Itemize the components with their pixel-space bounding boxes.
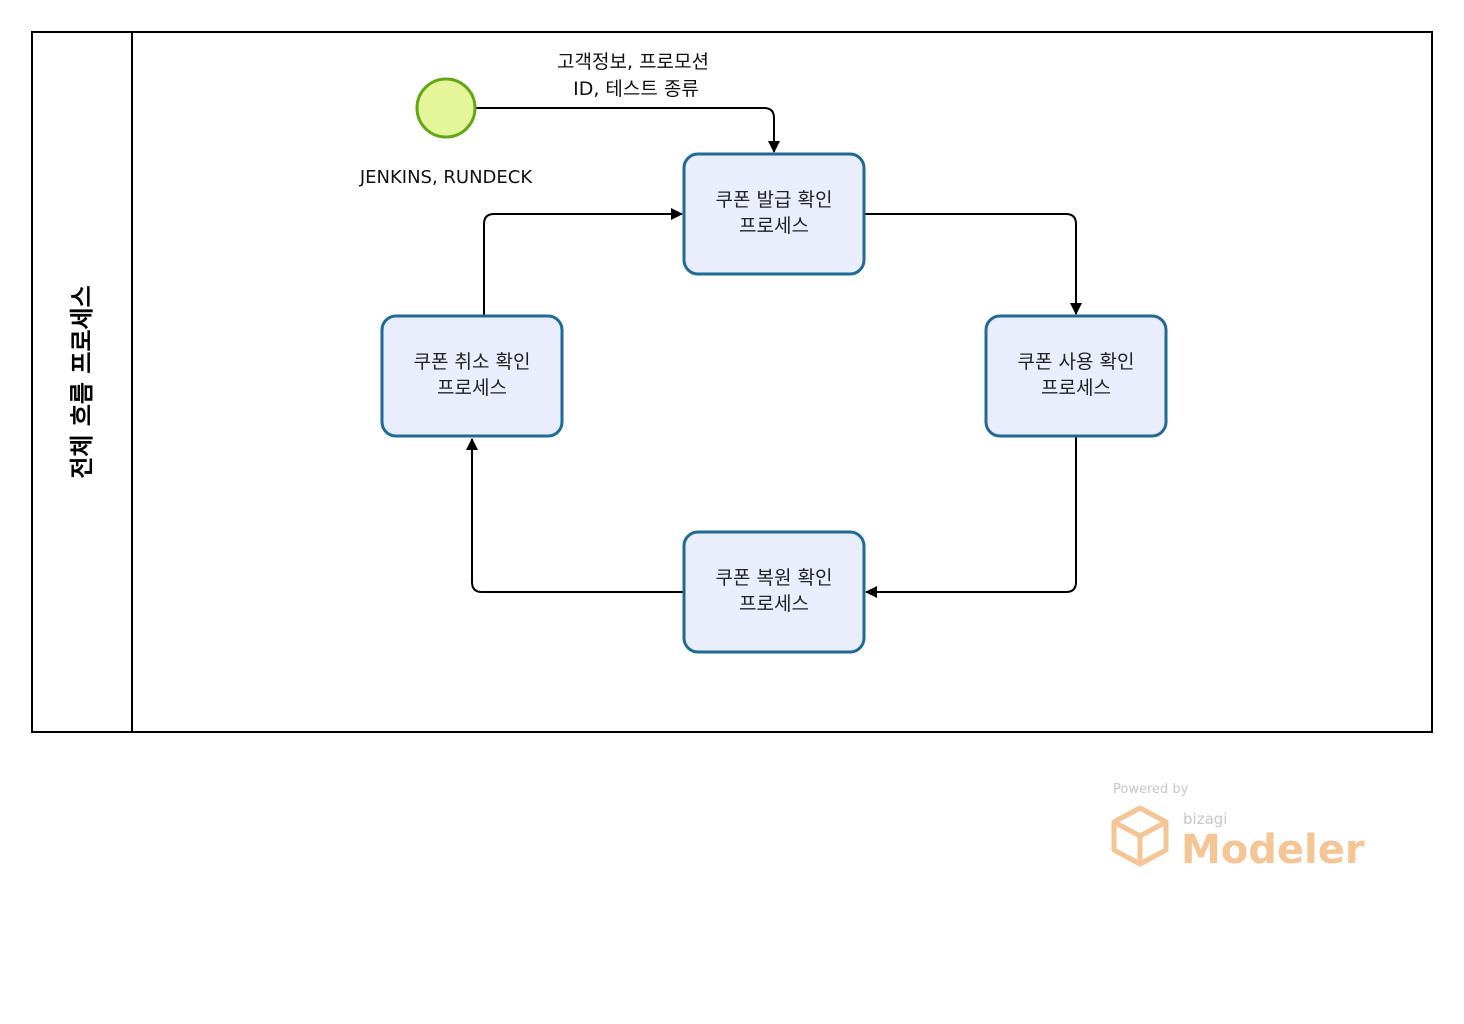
start-event[interactable]: JENKINS, RUNDECK: [359, 77, 534, 188]
task-restore-line1: 쿠폰 복원 확인: [716, 567, 833, 589]
task-restore-line2: 프로세스: [739, 593, 809, 615]
task-use[interactable]: 쿠폰 사용 확인 프로세스: [984, 314, 1168, 438]
task-cancel[interactable]: 쿠폰 취소 확인 프로세스: [380, 314, 564, 438]
task-issue[interactable]: 쿠폰 발급 확인 프로세스: [682, 152, 866, 276]
flow-label-line2: ID, 테스트 종류: [573, 78, 699, 100]
watermark-brand: bizagi: [1183, 810, 1227, 828]
flow-issue-to-use[interactable]: [864, 213, 1082, 315]
sequence-flows: [466, 107, 1082, 598]
flow-use-to-restore[interactable]: [865, 437, 1077, 598]
task-issue-line2: 프로세스: [739, 215, 809, 237]
task-restore[interactable]: 쿠폰 복원 확인 프로세스: [682, 530, 866, 654]
flow-start-to-issue[interactable]: [476, 107, 780, 153]
start-event-label: JENKINS, RUNDECK: [359, 167, 534, 188]
task-issue-line1: 쿠폰 발급 확인: [716, 189, 833, 211]
task-use-line2: 프로세스: [1041, 377, 1111, 399]
flow-restore-to-cancel[interactable]: [466, 438, 684, 593]
bizagi-cube-icon: [1111, 805, 1169, 867]
task-cancel-box[interactable]: [380, 314, 564, 438]
task-use-line1: 쿠폰 사용 확인: [1018, 351, 1135, 373]
task-use-box[interactable]: [984, 314, 1168, 438]
task-cancel-line1: 쿠폰 취소 확인: [414, 351, 531, 373]
lane-title: 전체 흐름 프로세스: [68, 285, 96, 478]
start-event-circle[interactable]: [415, 77, 477, 139]
task-restore-box[interactable]: [682, 530, 866, 654]
flow-cancel-to-issue[interactable]: [483, 208, 683, 315]
flow-label-input: 고객정보, 프로모션 ID, 테스트 종류: [557, 51, 709, 100]
watermark-powered-by: Powered by: [1113, 782, 1189, 797]
bizagi-watermark: Powered by bizagi Modeler: [1111, 782, 1365, 873]
flow-label-line1: 고객정보, 프로모션: [557, 51, 709, 73]
watermark-product: Modeler: [1181, 827, 1365, 873]
task-issue-box[interactable]: [682, 152, 866, 276]
task-cancel-line2: 프로세스: [437, 377, 507, 399]
